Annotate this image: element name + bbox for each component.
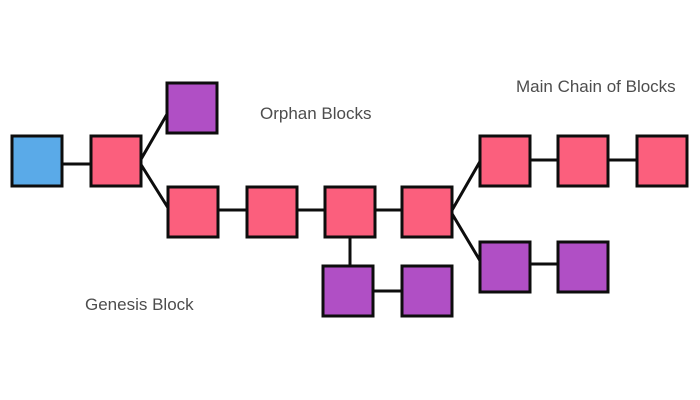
orphan-block-mid-2 [400,264,454,318]
orphan-block-right-2 [556,240,610,294]
main-block-5 [400,185,454,239]
genesis-block [10,134,64,188]
main-block-3 [245,185,299,239]
main-block-1 [89,134,143,188]
main-chain-label: Main Chain of Blocks [516,77,676,96]
connector-main5-to-orphan-right1 [449,211,484,265]
main-block-8 [635,134,689,188]
genesis-block-label: Genesis Block [85,295,194,314]
orphan-block-mid-1 [321,264,375,318]
connector-main5-to-main6 [449,157,484,213]
main-block-4 [323,185,377,239]
orphan-block-top [165,81,219,135]
main-block-7 [556,134,610,188]
main-block-2 [166,185,220,239]
connector-main1-to-orphan-top [138,108,172,162]
orphan-blocks-label: Orphan Blocks [260,104,372,123]
connector-main1-to-main2 [138,162,172,212]
main-block-6 [478,134,532,188]
orphan-block-right-1 [478,240,532,294]
